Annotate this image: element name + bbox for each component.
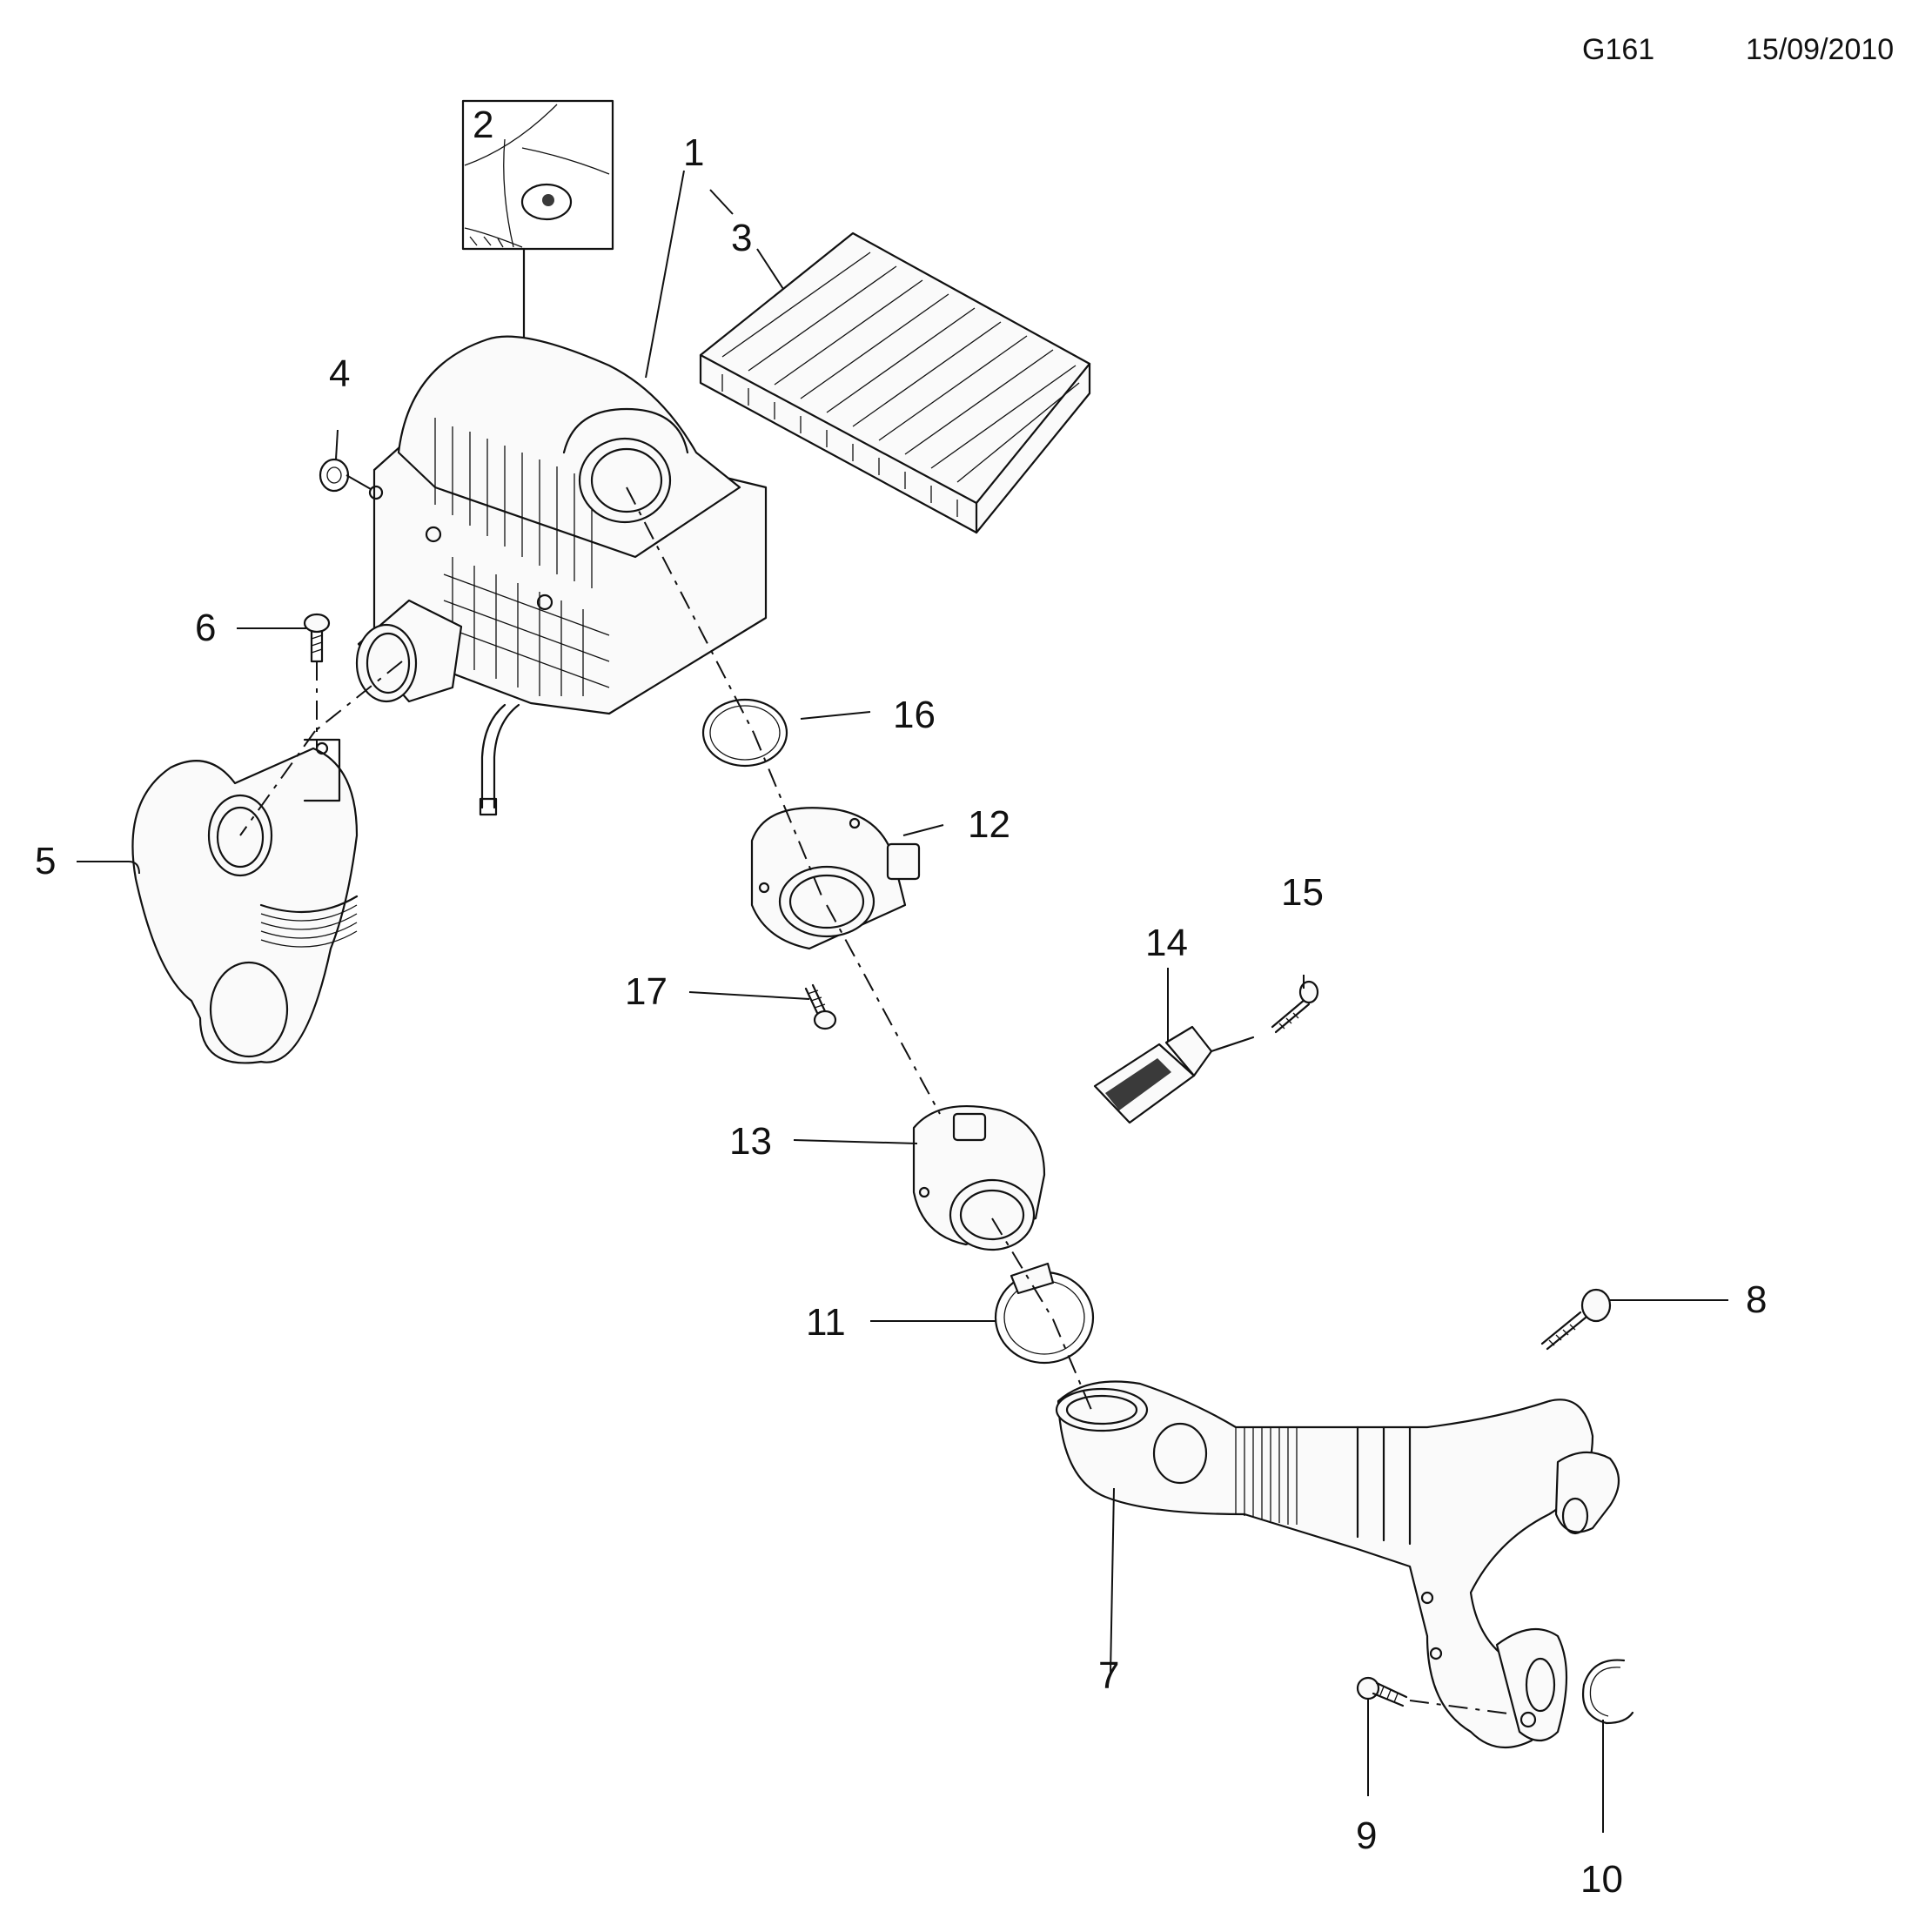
callout-15: 15 [1281,871,1324,914]
part-6-screw [303,613,331,663]
callout-13: 13 [729,1120,772,1163]
part-10-seal-ring [1581,1659,1634,1725]
part-8-screw [1540,1288,1612,1351]
diagram-code: G161 [1582,33,1654,66]
part-3-filter-element [699,231,1091,534]
part-1-air-filter-housing [355,335,768,816]
part-2-detail-inset [461,99,614,251]
part-12-sensor-housing [750,807,921,950]
part-7-intake-pipe [1055,1380,1620,1749]
part-4-grommet [319,458,372,493]
part-16-seal-ring [701,698,788,768]
assembly-centerlines [239,486,1515,1715]
part-14-sensor [1093,1025,1255,1124]
callout-16: 16 [893,694,936,736]
callout-8: 8 [1746,1278,1767,1321]
callout-17: 17 [625,970,667,1013]
part-9-bolt [1356,1676,1408,1707]
callout-1: 1 [683,131,704,174]
callout-14: 14 [1145,922,1188,964]
callout-3: 3 [731,217,752,259]
callout-2: 2 [473,104,493,146]
callout-6: 6 [195,607,216,649]
part-5-inlet-duct [131,738,359,1064]
callout-10: 10 [1580,1858,1623,1901]
callout-12: 12 [968,803,1010,846]
callout-9: 9 [1356,1814,1377,1857]
part-11-hose-clamp [994,1262,1095,1365]
callout-7: 7 [1098,1654,1119,1697]
diagram-date: 15/09/2010 [1746,33,1894,66]
part-13-sensor-housing [912,1105,1046,1251]
part-15-screw [1271,980,1319,1034]
leader-lines [77,170,1728,1833]
part-17-bolt [804,983,837,1030]
callout-11: 11 [806,1301,846,1344]
callout-4: 4 [329,352,350,395]
callout-labels: 1 2 3 4 5 6 7 8 9 10 11 12 13 14 15 16 1… [35,104,1767,1901]
callout-5: 5 [35,840,56,882]
